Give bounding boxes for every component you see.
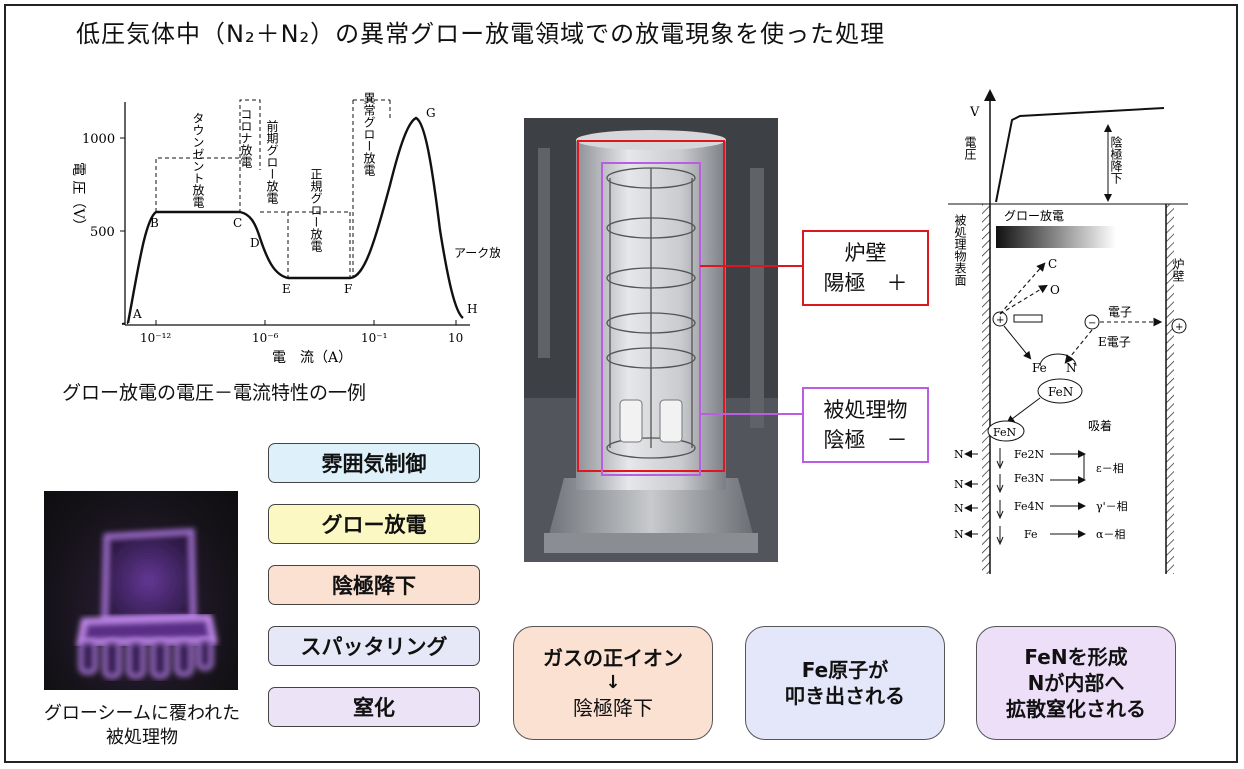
point-label: B bbox=[150, 216, 159, 230]
slide-frame bbox=[4, 4, 1238, 763]
furnace-wall-outline bbox=[577, 140, 725, 472]
point-label: F bbox=[344, 282, 352, 296]
phase-name: α－相 bbox=[1096, 528, 1125, 541]
point-label: A bbox=[132, 307, 142, 321]
workpiece-outline bbox=[601, 162, 701, 476]
box-fe-atoms: Fe原子が 叩き出される bbox=[745, 626, 945, 740]
sheath-caption-line: グローシームに覆われた bbox=[43, 703, 241, 724]
region-label-normal-glow: 正規グロー放電 bbox=[309, 168, 323, 252]
box-line: Nが内部へ bbox=[1027, 671, 1125, 695]
step-cathode-drop: 陰極降下 bbox=[268, 565, 480, 605]
box-line: FeNを形成 bbox=[1024, 645, 1128, 669]
svg-text:N: N bbox=[954, 502, 964, 515]
x-tick-label: 10 bbox=[448, 331, 463, 345]
box-line: ガスの正イオン bbox=[543, 646, 683, 671]
callout-wall-line: 炉壁 bbox=[844, 240, 887, 265]
svg-text:N: N bbox=[954, 478, 964, 491]
sheath-caption-line: 被処理物 bbox=[106, 727, 178, 749]
region-label-corona: コロナ放電 bbox=[239, 108, 253, 168]
phase-compound: Fe3N bbox=[1014, 472, 1045, 485]
box-fen-formation: FeNを形成 Nが内部へ 拡散窒化される bbox=[976, 626, 1176, 740]
box-line: Fe原子が bbox=[801, 658, 889, 682]
box-line: 拡散窒化される bbox=[1006, 697, 1146, 721]
townsend-bracket bbox=[155, 157, 241, 212]
x-axis-label: 電 流（A） bbox=[272, 350, 352, 366]
svg-text:+: + bbox=[996, 315, 1004, 326]
slide-title: 低圧気体中（N₂＋N₂）の異常グロー放電領域での放電現象を使った処理 bbox=[76, 20, 886, 48]
region-label-pre-glow: 前期グロー放電 bbox=[265, 119, 279, 204]
corona-bracket bbox=[239, 99, 261, 170]
phase-name: ε－相 bbox=[1096, 462, 1124, 475]
glow-sheath-photo bbox=[44, 491, 238, 690]
callout-wall-line: 陽極 ＋ bbox=[823, 271, 908, 295]
svg-text:N: N bbox=[954, 448, 964, 461]
fen-label: FeN bbox=[1048, 385, 1073, 399]
callout-connectors bbox=[700, 265, 804, 415]
phase-compound: Fe bbox=[1024, 528, 1038, 541]
phase-name: γ'－相 bbox=[1096, 500, 1128, 513]
point-label: E bbox=[282, 282, 291, 296]
surface-label: 被処理物表面 bbox=[953, 214, 967, 286]
cathode-drop-label: 陰極降下 bbox=[1109, 136, 1123, 184]
phase-compound: Fe4N bbox=[1014, 500, 1045, 513]
svg-text:−: − bbox=[1088, 318, 1096, 329]
x-tick-label: 10⁻¹ bbox=[361, 331, 387, 345]
step-glow-discharge: グロー放電 bbox=[268, 504, 480, 544]
y-axis-label: 電 圧（V） bbox=[70, 162, 86, 233]
electron-label: 電子 bbox=[1108, 305, 1132, 319]
phase-compound: Fe2N bbox=[1014, 448, 1045, 461]
point-label: H bbox=[467, 302, 477, 316]
e-electron-label: E電子 bbox=[1098, 335, 1131, 349]
box-line: 陰極降下 bbox=[573, 695, 653, 720]
point-label: G bbox=[426, 106, 436, 120]
x-tick-label: 10⁻¹² bbox=[140, 331, 171, 345]
n-label: N bbox=[1066, 361, 1077, 375]
svg-text:N: N bbox=[954, 528, 964, 541]
svg-text:+: + bbox=[1175, 322, 1183, 333]
region-label-arc: アーク放電 bbox=[454, 245, 500, 260]
iv-chart-caption: グロー放電の電圧－電流特性の一例 bbox=[62, 382, 367, 404]
callout-furnace-wall: 炉壁 陽極 ＋ bbox=[802, 230, 929, 306]
o-label: O bbox=[1050, 283, 1060, 297]
fe-label: Fe bbox=[1032, 361, 1047, 375]
voltage-label: 電圧 bbox=[963, 136, 977, 161]
callout-work-line: 陰極 － bbox=[823, 428, 908, 452]
box-arrow: ↓ bbox=[605, 672, 621, 694]
step-nitriding: 窒化 bbox=[268, 687, 480, 727]
svg-text:FeN: FeN bbox=[993, 426, 1017, 439]
point-label: D bbox=[250, 236, 260, 250]
callout-workpiece: 被処理物 陰極 － bbox=[802, 387, 929, 463]
sheath-caption: グローシームに覆われた 被処理物 bbox=[16, 702, 268, 751]
glow-label: グロー放電 bbox=[1004, 208, 1064, 223]
region-label-townsend: タウンゼント放電 bbox=[191, 112, 205, 208]
c-label: C bbox=[1048, 257, 1057, 271]
y-tick-label: 1000 bbox=[82, 132, 115, 147]
point-label: C bbox=[233, 216, 242, 230]
region-label-abnormal-glow: 異常グロー放電 bbox=[362, 92, 376, 176]
step-atmosphere-control: 雰囲気制御 bbox=[268, 443, 480, 483]
step-sputtering: スパッタリング bbox=[268, 626, 480, 666]
furnace-photo bbox=[524, 118, 778, 562]
nitriding-mechanism-diagram: V 電圧 陰極降下 被処理物表面 炉壁 グロー放電 + − + C O 電子 E… bbox=[948, 89, 1188, 574]
y-tick-label: 500 bbox=[90, 225, 115, 240]
callout-work-line: 被処理物 bbox=[823, 397, 908, 422]
adsorb-label: 吸着 bbox=[1088, 418, 1112, 433]
box-line: 叩き出される bbox=[785, 684, 905, 708]
v-label: V bbox=[969, 105, 980, 120]
iv-curve bbox=[126, 116, 464, 324]
box-positive-ions: ガスの正イオン ↓ 陰極降下 bbox=[513, 626, 713, 740]
x-tick-label: 10⁻⁶ bbox=[252, 331, 279, 345]
wall-label: 炉壁 bbox=[1171, 258, 1185, 282]
iv-characteristic-chart: 1000 500 10⁻¹² 10⁻⁶ 10⁻¹ 10 電 流（A） 電 圧（V… bbox=[70, 92, 500, 366]
